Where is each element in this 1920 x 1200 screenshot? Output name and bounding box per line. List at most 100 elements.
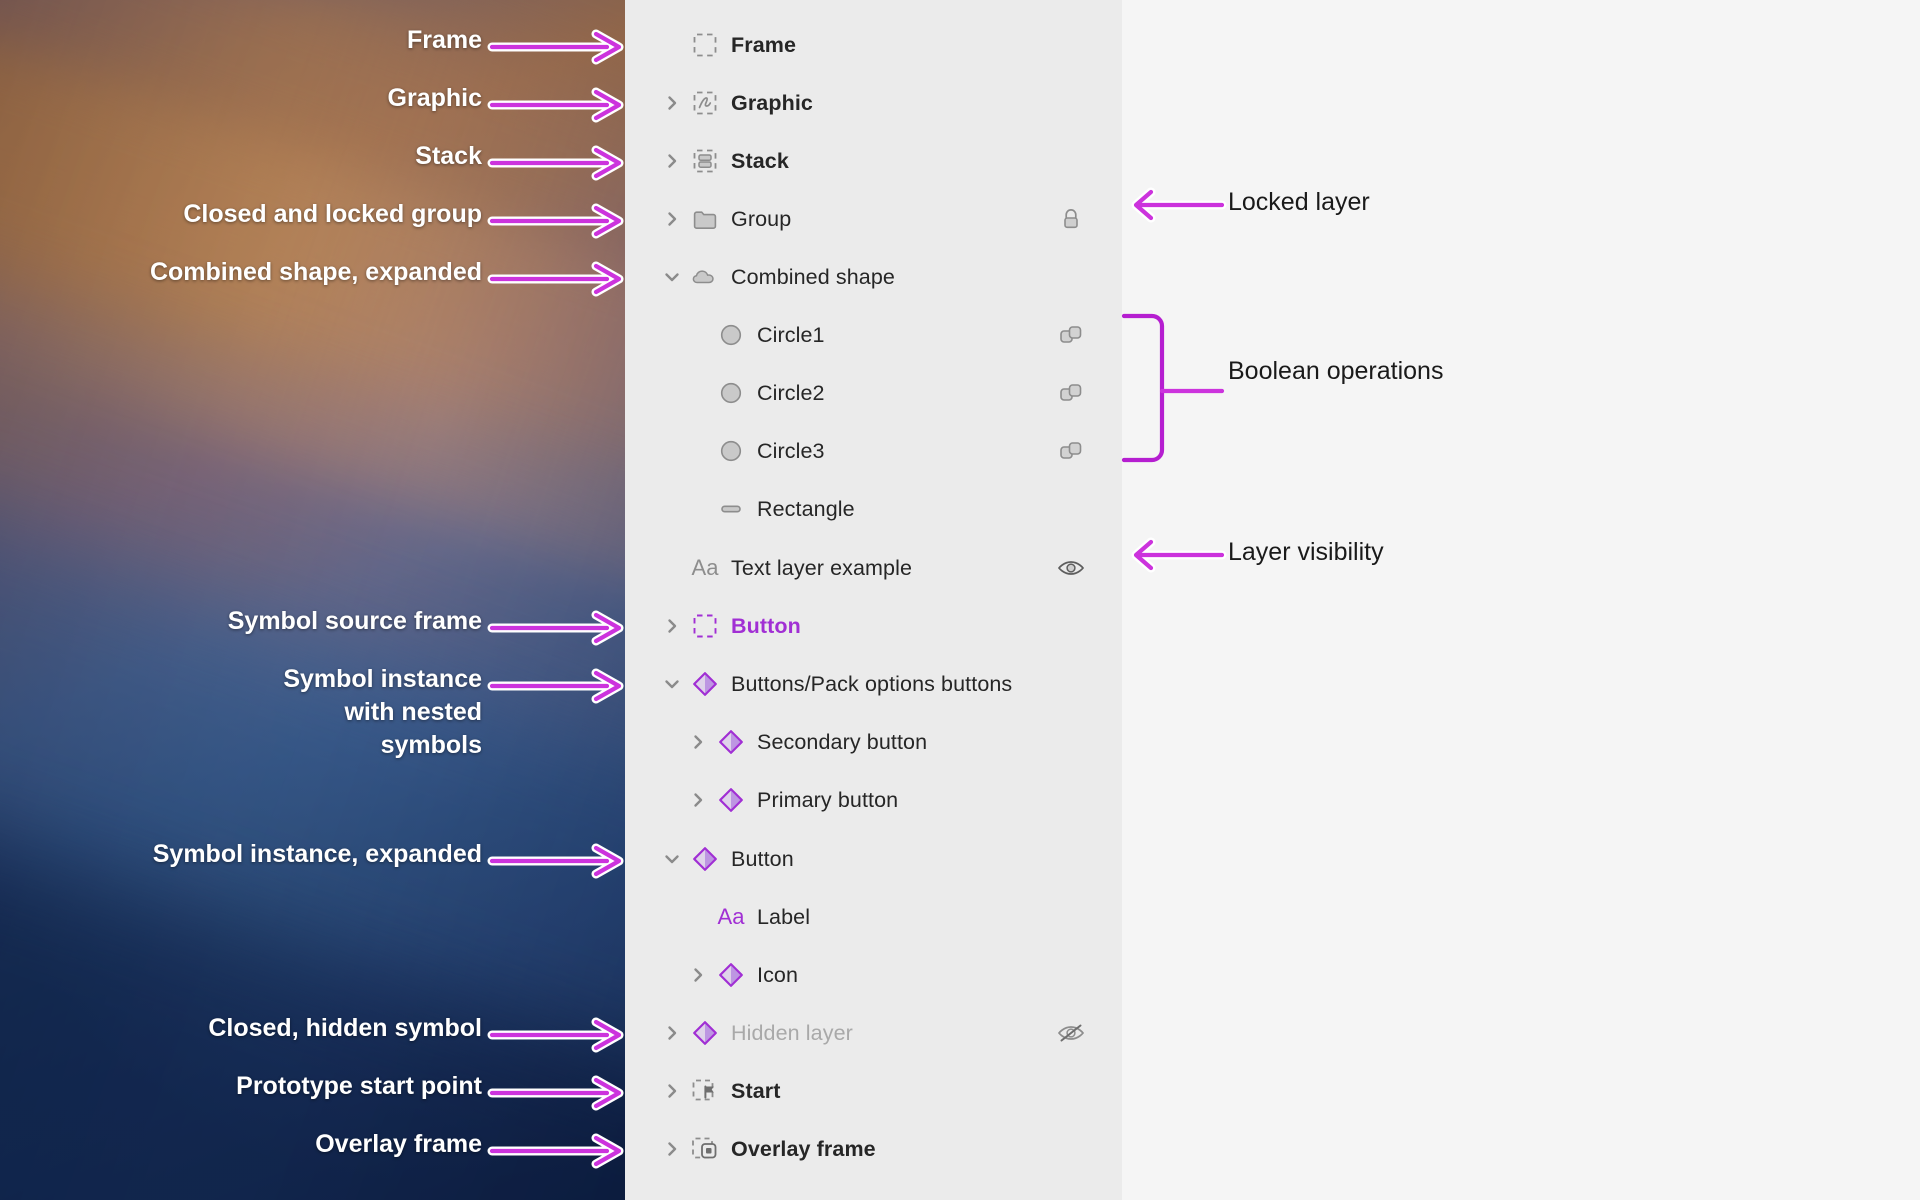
- layer-row[interactable]: Rectangle: [625, 480, 1122, 538]
- symbol-frame-icon: [691, 612, 719, 640]
- annotation-arrow-right: [487, 610, 624, 646]
- layer-row[interactable]: Hidden layer: [625, 1004, 1122, 1062]
- annotation-label: Closed, hidden symbol: [208, 1014, 482, 1042]
- annotation-arrow-right: [487, 843, 624, 879]
- annotation-arrow-right: [487, 1133, 624, 1169]
- frame-icon: [691, 31, 719, 59]
- chevron-right-icon[interactable]: [661, 615, 683, 637]
- layer-name: Overlay frame: [731, 1136, 876, 1161]
- annotation-arrow-right: [487, 1017, 624, 1053]
- layer-row[interactable]: Frame: [625, 16, 1122, 74]
- layer-row[interactable]: Button: [625, 597, 1122, 655]
- layer-name: Icon: [757, 962, 799, 987]
- layer-name: Primary button: [757, 787, 899, 812]
- graphic-icon: [691, 89, 719, 117]
- start-flag-icon: [691, 1077, 719, 1105]
- layer-name: Button: [731, 846, 794, 871]
- layer-name: Start: [731, 1078, 781, 1103]
- layer-row[interactable]: Start: [625, 1062, 1122, 1120]
- chevron-placeholder: [661, 557, 683, 579]
- layer-name: Label: [757, 904, 811, 929]
- layer-row[interactable]: Button: [625, 830, 1122, 888]
- annotation-bracket: [1121, 313, 1225, 463]
- chevron-right-icon[interactable]: [661, 92, 683, 114]
- eye-off-icon[interactable]: [1056, 1018, 1086, 1048]
- layer-row[interactable]: Graphic: [625, 74, 1122, 132]
- chevron-down-icon[interactable]: [661, 673, 683, 695]
- annotation-label: Stack: [415, 142, 482, 170]
- layer-row[interactable]: Combined shape: [625, 248, 1122, 306]
- chevron-right-icon[interactable]: [687, 731, 709, 753]
- layer-name: Secondary button: [757, 729, 928, 754]
- symbol-icon: [717, 961, 745, 989]
- layer-name: Circle3: [757, 438, 825, 463]
- layer-row[interactable]: Stack: [625, 132, 1122, 190]
- annotation-arrow-left: [1131, 537, 1227, 573]
- chevron-right-icon[interactable]: [687, 964, 709, 986]
- layer-row[interactable]: Buttons/Pack options buttons: [625, 655, 1122, 713]
- layer-name: Circle2: [757, 380, 825, 405]
- chevron-right-icon[interactable]: [661, 1138, 683, 1160]
- chevron-right-icon[interactable]: [661, 208, 683, 230]
- overlay-frame-icon: [691, 1135, 719, 1163]
- annotation-label: Combined shape, expanded: [149, 258, 482, 286]
- annotation-label: Prototype start point: [236, 1072, 482, 1100]
- layer-row[interactable]: Icon: [625, 946, 1122, 1004]
- layer-name: Button: [731, 613, 801, 638]
- layer-row[interactable]: Secondary button: [625, 713, 1122, 771]
- wallpaper-background: [0, 0, 625, 1200]
- annotation-arrow-right: [487, 1075, 624, 1111]
- circle-icon: [717, 321, 745, 349]
- symbol-icon: [691, 845, 719, 873]
- layer-list-panel: [625, 0, 1122, 1200]
- annotation-label: Symbol instance, expanded: [152, 840, 482, 868]
- circle-icon: [717, 437, 745, 465]
- layer-row[interactable]: Circle1: [625, 306, 1122, 364]
- annotation-arrow-right: [487, 87, 624, 123]
- chevron-right-icon[interactable]: [661, 1022, 683, 1044]
- layer-name: Combined shape: [731, 264, 895, 289]
- boolean-icon[interactable]: [1056, 378, 1086, 408]
- layer-name: Frame: [731, 32, 797, 57]
- annotation-label: Layer visibility: [1228, 538, 1384, 566]
- chevron-down-icon[interactable]: [661, 848, 683, 870]
- eye-icon[interactable]: [1056, 553, 1086, 583]
- annotation-label: Overlay frame: [315, 1130, 482, 1158]
- layer-row[interactable]: Primary button: [625, 771, 1122, 829]
- symbol-icon: [691, 1019, 719, 1047]
- layer-name: Rectangle: [757, 496, 855, 521]
- wallpaper-vignette: [0, 0, 625, 1200]
- boolean-icon[interactable]: [1056, 436, 1086, 466]
- annotation-arrow-left: [1131, 187, 1227, 223]
- annotation-label: Graphic: [387, 84, 482, 112]
- annotation-label: Boolean operations: [1228, 357, 1444, 385]
- folder-icon: [691, 205, 719, 233]
- boolean-icon[interactable]: [1056, 320, 1086, 350]
- layer-name: Graphic: [731, 90, 813, 115]
- circle-icon: [717, 379, 745, 407]
- text-icon: Aa: [691, 555, 719, 580]
- layer-row[interactable]: Group: [625, 190, 1122, 248]
- chevron-right-icon[interactable]: [661, 1080, 683, 1102]
- chevron-down-icon[interactable]: [661, 266, 683, 288]
- annotation-label: Locked layer: [1228, 188, 1370, 216]
- layer-name: Hidden layer: [731, 1020, 853, 1045]
- layer-row[interactable]: Circle3: [625, 422, 1122, 480]
- annotation-label: Symbol instance with nested symbols: [283, 665, 482, 759]
- annotation-label: Closed and locked group: [183, 200, 482, 228]
- lock-icon[interactable]: [1056, 204, 1086, 234]
- annotation-label: Frame: [406, 26, 482, 54]
- chevron-placeholder: [687, 382, 709, 404]
- annotation-arrow-right: [487, 29, 624, 65]
- stack-icon: [691, 147, 719, 175]
- layer-row[interactable]: Overlay frame: [625, 1120, 1122, 1178]
- chevron-placeholder: [687, 498, 709, 520]
- layer-row[interactable]: Circle2: [625, 364, 1122, 422]
- symbol-icon: [717, 728, 745, 756]
- layer-name: Buttons/Pack options buttons: [731, 671, 1013, 696]
- chevron-right-icon[interactable]: [687, 789, 709, 811]
- chevron-right-icon[interactable]: [661, 150, 683, 172]
